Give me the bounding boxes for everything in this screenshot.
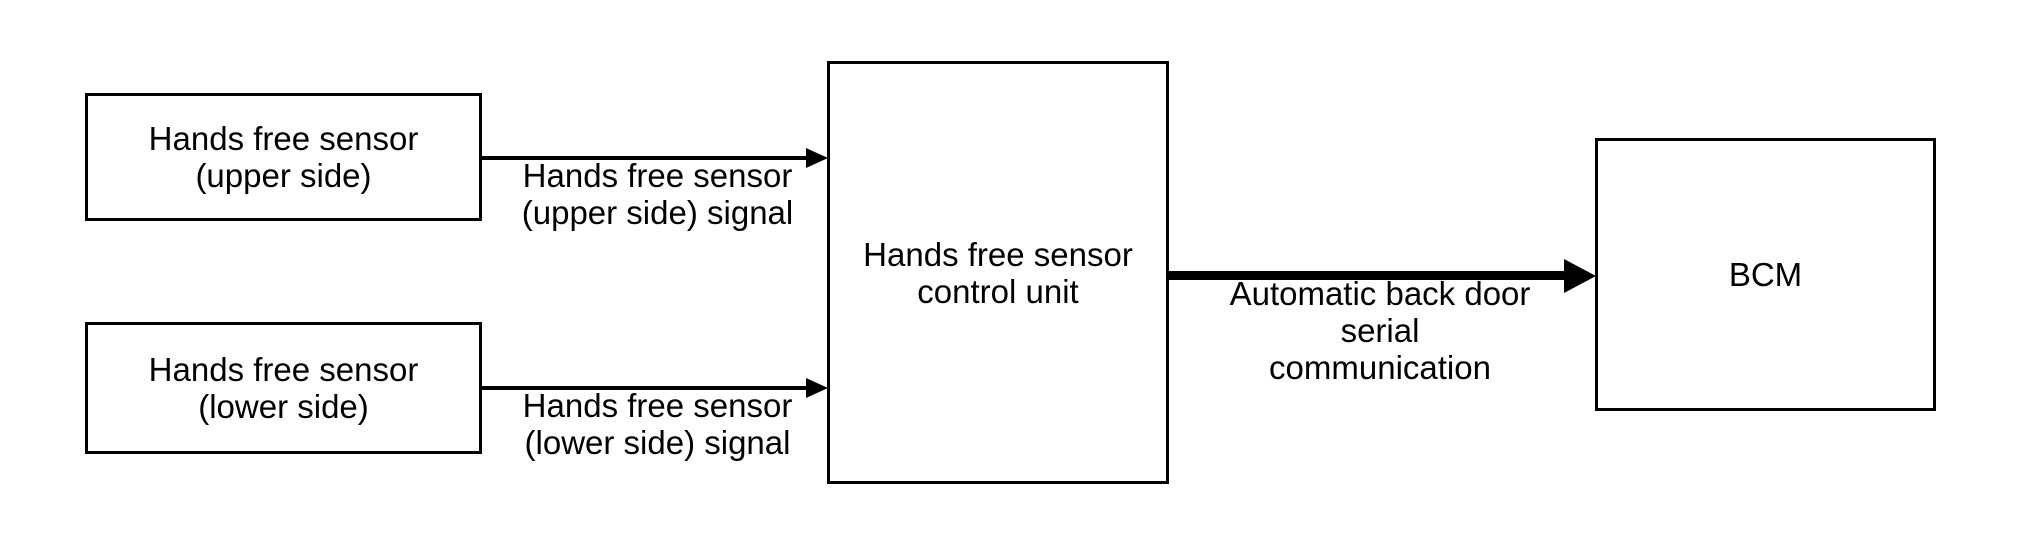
node-hands-free-sensor-control-unit: Hands free sensor control unit xyxy=(827,61,1169,484)
node-label-line: (upper side) xyxy=(195,157,372,194)
node-label-line: (lower side) xyxy=(198,388,369,425)
arrowhead-icon xyxy=(806,148,828,168)
node-label-line: Hands free sensor xyxy=(148,351,419,388)
node-label-line: Hands free sensor xyxy=(863,235,1133,273)
node-bcm: BCM xyxy=(1595,138,1936,411)
node-label-line: control unit xyxy=(917,272,1079,310)
edge-label-line: Hands free sensor xyxy=(522,157,793,194)
edge-serial-communication-label: Automatic back door serial communication xyxy=(1190,275,1570,386)
edge-lower-signal-label: Hands free sensor (lower side) signal xyxy=(490,387,825,461)
edge-label-line: communication xyxy=(1269,349,1491,386)
edge-label-line: Hands free sensor xyxy=(522,387,793,424)
node-label: BCM xyxy=(1728,256,1803,293)
arrowhead-icon xyxy=(1564,259,1596,293)
edge-label-line: (upper side) signal xyxy=(521,194,794,231)
node-hands-free-sensor-lower: Hands free sensor (lower side) xyxy=(85,322,482,454)
edge-lower-signal-line xyxy=(482,386,809,390)
node-label: Hands free sensor control unit xyxy=(863,236,1133,310)
node-label: Hands free sensor (upper side) xyxy=(149,120,419,194)
node-hands-free-sensor-upper: Hands free sensor (upper side) xyxy=(85,93,482,221)
node-label: Hands free sensor (lower side) xyxy=(149,351,419,425)
edge-label-line: Automatic back door serial xyxy=(1229,275,1531,349)
edge-upper-signal-label: Hands free sensor (upper side) signal xyxy=(490,157,825,231)
arrowhead-icon xyxy=(806,378,828,398)
node-label-line: Hands free sensor xyxy=(148,120,419,157)
edge-serial-communication-line xyxy=(1168,271,1566,280)
edge-label-line: (lower side) signal xyxy=(524,424,791,461)
edge-upper-signal-line xyxy=(482,156,809,160)
